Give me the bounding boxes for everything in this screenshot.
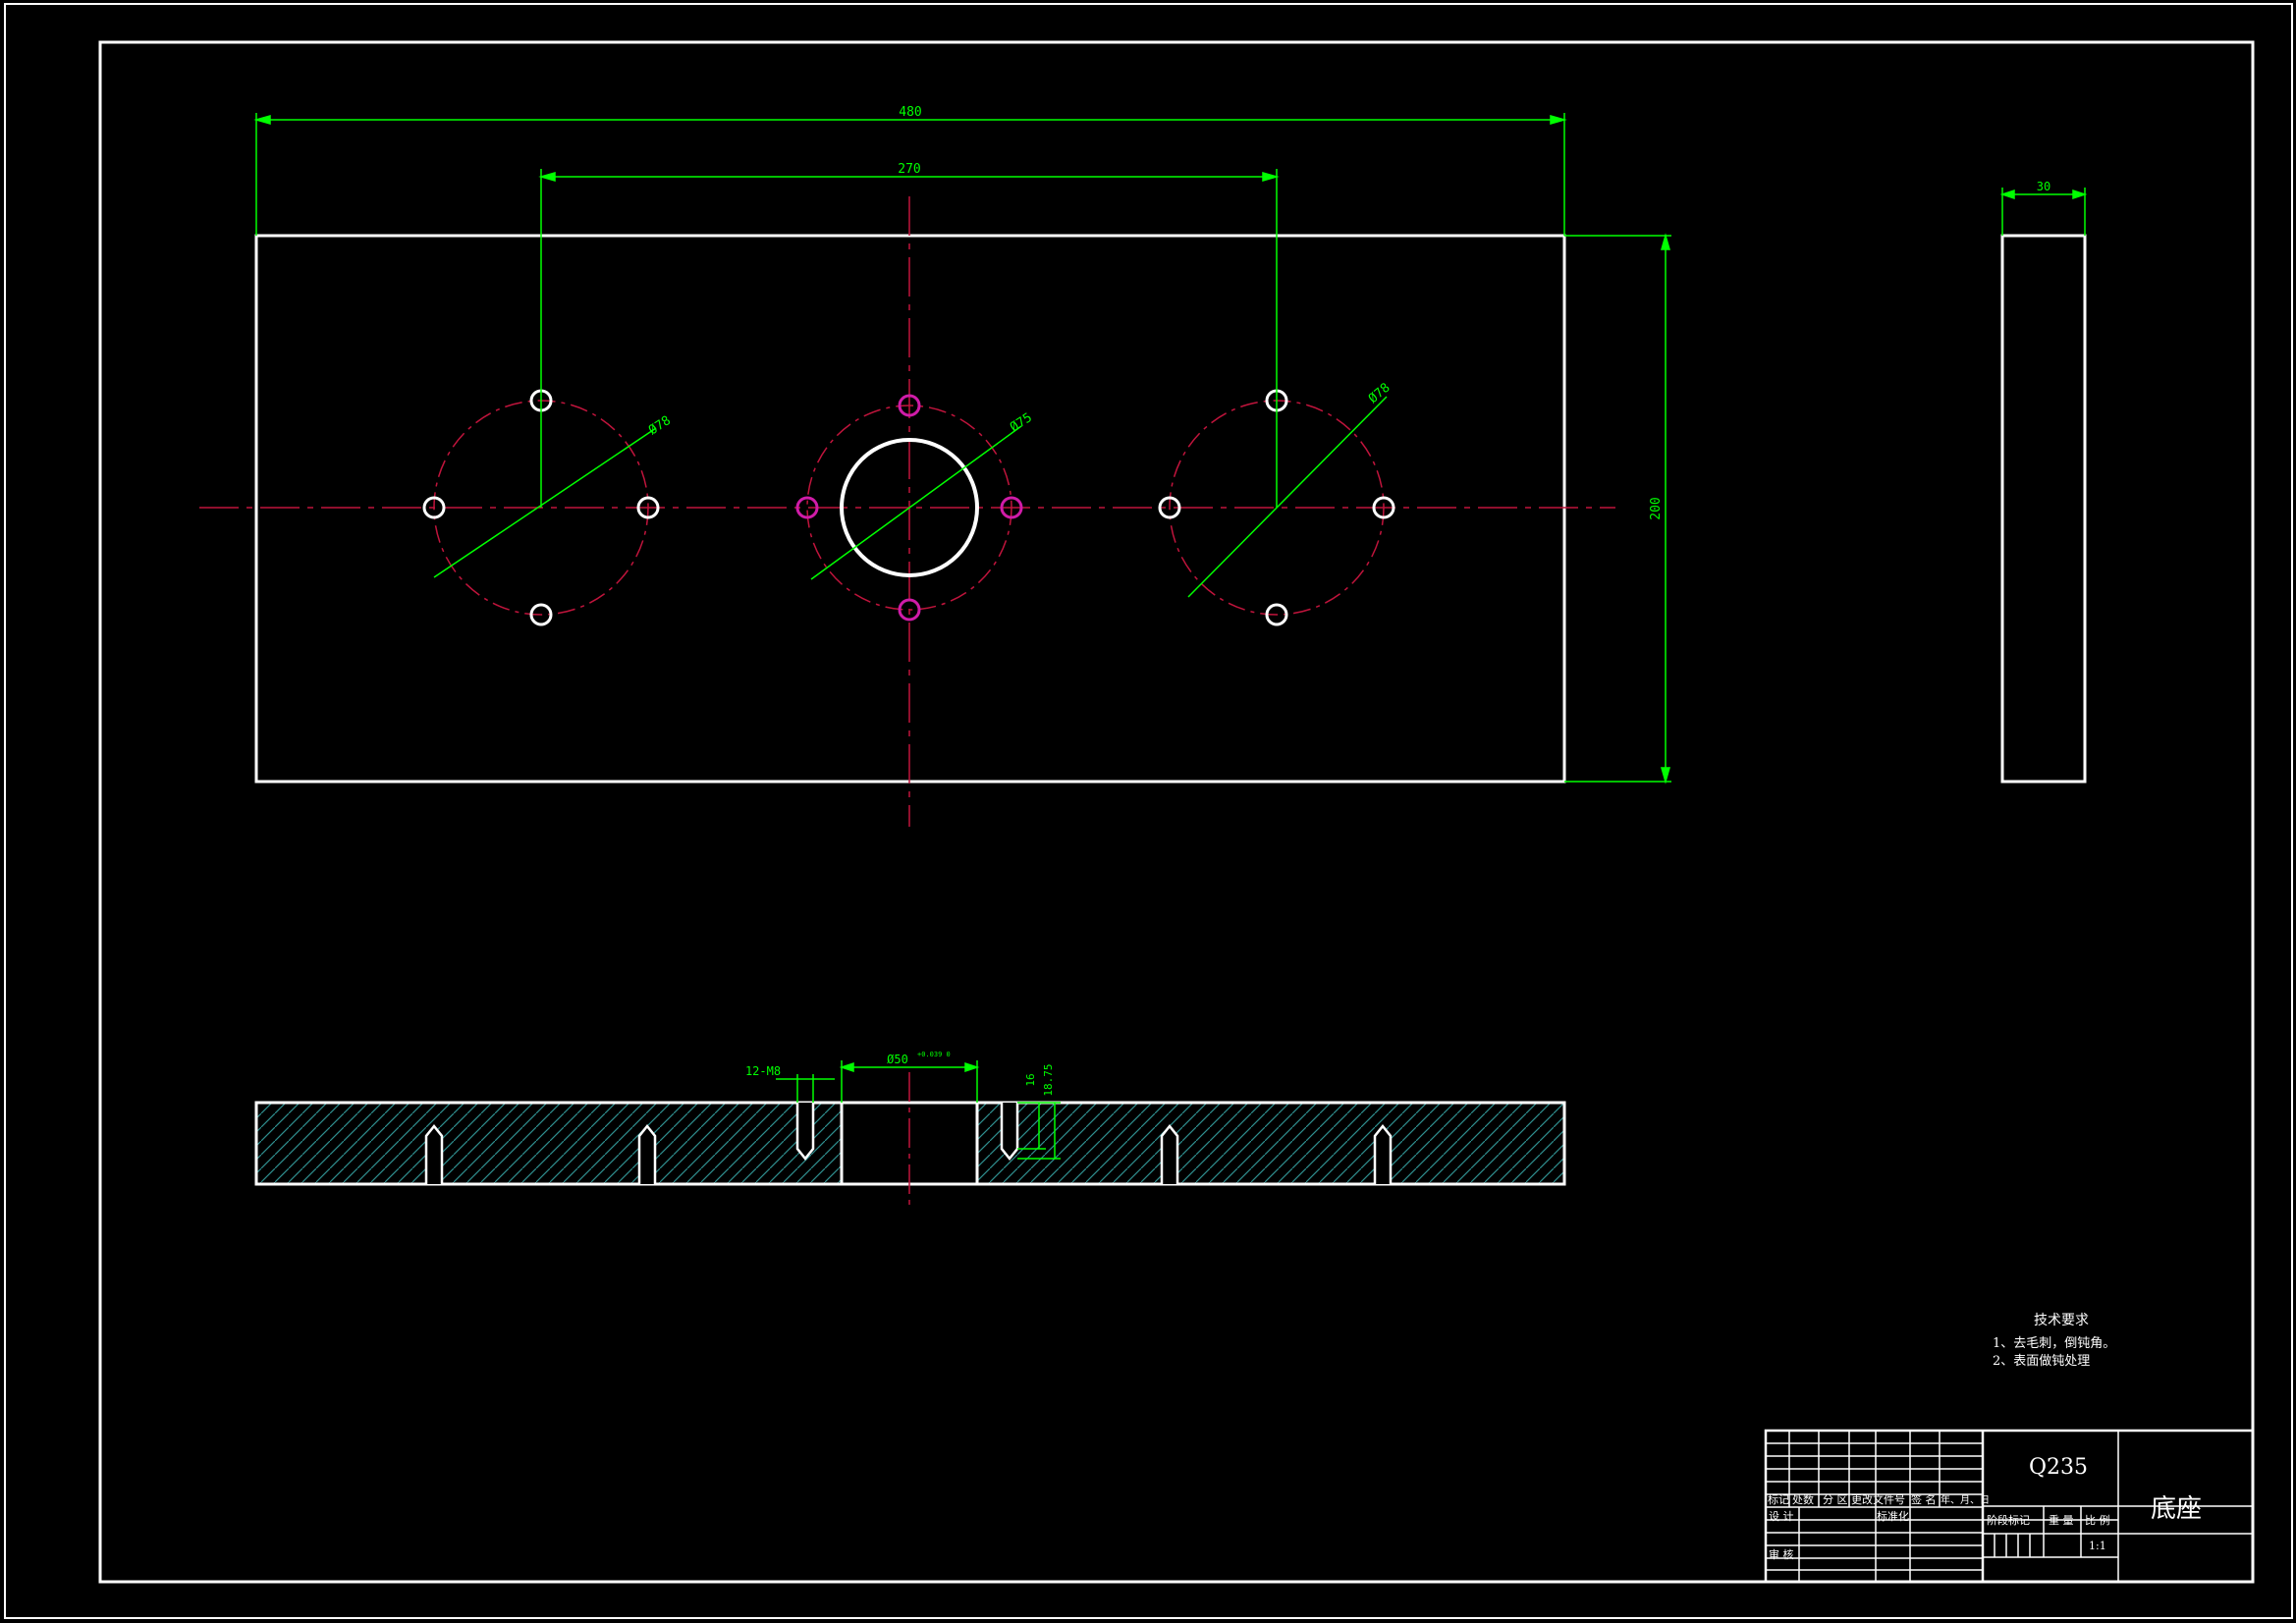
leader-right-bolt-circle — [1187, 396, 1388, 598]
label-right-bolt-circle: Ø78 — [1366, 380, 1394, 406]
dim-side-thickness-label: 30 — [2037, 180, 2050, 193]
tech-req-item-2: 2、表面做钝处理 — [1993, 1354, 2090, 1369]
col-count: 处数 — [1792, 1493, 1814, 1506]
leader-center-bolt-circle — [810, 425, 1022, 580]
front-plate-outline — [254, 234, 1566, 784]
dim-height-label: 200 — [1649, 497, 1664, 519]
dim-bore-label: Ø50 — [887, 1053, 908, 1066]
section-top-holes — [795, 1103, 1019, 1162]
tech-req-item-1: 1、去毛刺，倒钝角。 — [1993, 1336, 2115, 1351]
section-view: Ø50 +0.039 0 12-M8 16 18.75 — [254, 1051, 1566, 1206]
dim-thread-depth-label: 16 — [1024, 1073, 1037, 1086]
dim-bore — [839, 1060, 980, 1103]
dim-side-thickness — [1999, 188, 2088, 236]
center-bolt-circle — [806, 405, 1012, 611]
dim-hole-spacing-label: 270 — [898, 162, 920, 177]
section-bottom-holes — [424, 1123, 1393, 1184]
material-label: Q235 — [2029, 1455, 2088, 1480]
col-change-doc: 更改文件号 — [1851, 1492, 1905, 1506]
design-label: 设 计 — [1769, 1510, 1794, 1523]
stage-mark-label: 阶段标记 — [1987, 1513, 2030, 1527]
label-center-bolt-circle: Ø75 — [1008, 410, 1035, 435]
col-signature: 签 名 — [1911, 1492, 1937, 1506]
title-block — [1764, 1429, 2255, 1584]
part-name-label: 底座 — [2151, 1494, 2202, 1524]
label-left-bolt-circle: Ø78 — [646, 413, 674, 438]
tech-requirements: 技术要求 1、去毛刺，倒钝角。 2、表面做钝处理 — [1993, 1313, 2115, 1369]
side-view: 30 — [1999, 180, 2088, 784]
section-hatch-left — [256, 1103, 842, 1184]
col-date: 年、月、日 — [1941, 1493, 1990, 1506]
ratio-value: 1:1 — [2089, 1540, 2106, 1552]
dim-overall-length — [253, 113, 1567, 236]
weight-label: 重 量 — [2049, 1513, 2074, 1527]
dim-bore-tolerance: +0.039 0 — [917, 1051, 951, 1058]
inner-frame — [98, 40, 2255, 1584]
dim-depth — [1017, 1102, 1061, 1160]
dim-hole-spacing — [538, 169, 1280, 508]
dim-overall-length-label: 480 — [899, 105, 921, 120]
col-mark: 标记 — [1768, 1492, 1789, 1506]
outer-frame — [4, 3, 2293, 1619]
ratio-label: 比 例 — [2085, 1513, 2110, 1527]
dim-height — [1564, 233, 1671, 784]
standardization-label: 标准化 — [1877, 1509, 1909, 1523]
dim-thread-label: 12-M8 — [745, 1064, 781, 1078]
section-outline — [254, 1101, 1566, 1186]
dim-thread — [776, 1074, 835, 1103]
title-block-text: Q235 底座 标记 处数 分 区 更改文件号 签 名 年、月、日 设 计 标准… — [1768, 1455, 2202, 1561]
tech-req-title: 技术要求 — [2034, 1313, 2089, 1328]
leader-left-bolt-circle — [433, 427, 657, 578]
col-zone: 分 区 — [1823, 1493, 1848, 1506]
review-label: 审 核 — [1769, 1547, 1794, 1561]
center-bore — [840, 438, 979, 577]
side-plate-outline — [2000, 234, 2087, 784]
center-bolt-holes — [795, 394, 1023, 622]
section-hatch-right — [977, 1103, 1564, 1184]
front-view: 480 270 200 Ø78 Ø75 Ø78 — [199, 105, 1671, 827]
dim-drill-depth-label: 18.75 — [1042, 1063, 1055, 1096]
